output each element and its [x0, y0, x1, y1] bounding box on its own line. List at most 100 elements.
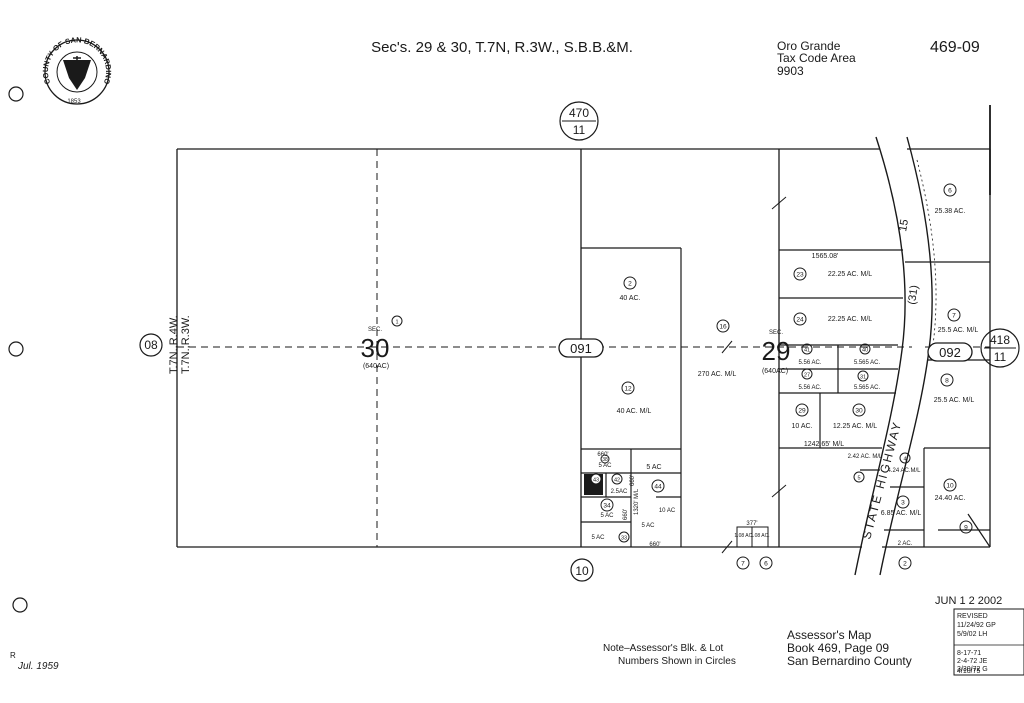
svg-text:10: 10 [575, 564, 589, 578]
parcel-area: 5 AC [600, 513, 614, 519]
dimension-377: 377' [746, 521, 757, 527]
county-seal: COUNTY OF SAN BERNARDINO 1853 [41, 35, 113, 105]
parcel-number: 40 [862, 347, 868, 353]
boundary-lines [176, 105, 991, 548]
section-29-subdivision [779, 249, 991, 548]
parcel-number-circle [853, 471, 865, 483]
footer-county: San Bernardino County [787, 654, 912, 668]
parcel-number: 30 [855, 408, 863, 415]
adjacent-map-top: 470 11 [559, 101, 599, 141]
parcel-44: 445 AC [646, 464, 665, 493]
revision-entry: 4/10/75 [957, 668, 980, 675]
tax-code-label: Tax Code Area [777, 51, 856, 65]
parcel-number-circle [943, 478, 957, 492]
parcel-number: 27 [804, 372, 810, 378]
parcel-area: 2 AC. [898, 541, 913, 547]
parcel-number-circle [600, 498, 614, 512]
binder-hole-top [8, 86, 24, 102]
adjacent-map-bottom: 10 [570, 558, 594, 582]
parcel-7: 71.08 AC. [734, 533, 754, 570]
parcel-40: 40 5.565 AC. [854, 343, 881, 366]
parcel-area: 4.24 AC.M/L [887, 468, 921, 474]
parcel-number: 8 [945, 378, 949, 385]
parcel-area: 5 AC [598, 463, 612, 469]
parcel-area: 270 AC. M/L [698, 371, 737, 378]
parcel-number-circle [651, 479, 665, 493]
svg-text:470: 470 [569, 106, 589, 120]
section-29-number: 29 [762, 336, 791, 366]
parcel-number: 3 [901, 500, 905, 507]
parcel-number: 1 [395, 319, 398, 325]
parcel-area: 5.565 AC. [854, 385, 881, 391]
parcel-number: 29 [798, 408, 806, 415]
parcel-9: 9 [959, 520, 973, 534]
area-name: Oro Grande [777, 39, 841, 53]
adjacent-map-left: 08 [139, 333, 163, 357]
parcel-27: 27 5.56 AC. [798, 368, 822, 391]
parcel-30: 30 12.25 AC. M/L [833, 403, 877, 430]
adjacent-map-right: 418 11 [980, 328, 1020, 368]
parcel-5: 5 AC [641, 523, 655, 529]
parcel-number-circle [857, 370, 869, 382]
parcel-area: 5 AC [591, 535, 605, 541]
highway-route-number: 15 [897, 218, 911, 232]
parcel-5: 52.42 AC. M/L [848, 454, 883, 483]
parcel-4: 44.24 AC.M/L [887, 452, 921, 474]
binder-hole-middle [8, 341, 24, 357]
parcel-area: 40 AC. [619, 295, 640, 302]
parcel-2: 22 AC. [898, 541, 913, 570]
revision-list: 11/24/92 GP5/9/02 LH8-17-712-4-72 JE3/30… [957, 622, 996, 675]
highway-label: STATE HIGHWAY [859, 419, 904, 541]
parcel-area: 6.85 AC. M/L [881, 510, 922, 517]
revision-entry: 3/30/72 G [957, 666, 988, 673]
parcel-area: 5.565 AC. [854, 360, 881, 366]
footer-title: Assessor's Map [787, 628, 872, 642]
section-30-area: (640AC) [363, 363, 389, 370]
svg-text:091: 091 [570, 341, 592, 356]
parcel-number-circle [852, 403, 866, 417]
svg-text:08: 08 [144, 338, 158, 352]
revision-box: REVISED 11/24/92 GP5/9/02 LH8-17-712-4-7… [953, 608, 1024, 676]
parcel-number: 44 [654, 484, 662, 491]
parcel-number: 6 [948, 188, 952, 195]
parcel-number-circle [590, 473, 602, 485]
section-29-area: (640AC) [762, 368, 788, 375]
township-label-east: T.7N.,R.3W. [180, 315, 192, 374]
svg-text:418: 418 [990, 333, 1010, 347]
parcel-number-circle [940, 373, 954, 387]
parcel-number: 34 [603, 503, 611, 510]
parcel-area: 5.56 AC. [798, 360, 821, 366]
binder-hole-bottom [12, 597, 28, 613]
parcel-area: 12.25 AC. M/L [833, 423, 877, 430]
parcel-area: 1.08 AC. [750, 533, 769, 539]
highway-old-route: (31) [906, 284, 921, 305]
dimension-660-right: 660' [630, 475, 636, 486]
tax-code-number: 9903 [777, 64, 804, 78]
dimension-660-top: 660' [597, 452, 608, 458]
parcel-number: 7 [741, 561, 745, 568]
parcel-number: 6 [764, 561, 768, 568]
parcel-number-circle [898, 556, 912, 570]
map-title: Sec's. 29 & 30, T.7N, R.3W., S.B.B.&M. [371, 39, 633, 56]
parcel-area: 5.56 AC. [798, 385, 821, 391]
dimension-1320: 1320' M/L [634, 488, 640, 515]
block-number-center: 091 [558, 338, 604, 358]
note-line-1: Note–Assessor's Blk. & Lot [603, 643, 724, 654]
parcel-number-circle [391, 315, 403, 327]
parcel-area: 40 AC. M/L [617, 408, 652, 415]
parcel-number-circle [896, 495, 910, 509]
parcel-number: 16 [719, 324, 727, 331]
parcel-number-circle [600, 454, 610, 464]
parcel-number: 42 [614, 477, 620, 483]
seal-year: 1853 [67, 99, 81, 105]
parcel-number-circle [621, 381, 635, 395]
svg-text:092: 092 [939, 345, 961, 360]
parcel-number: 10 [946, 483, 954, 490]
parcel-number-circle [793, 312, 807, 326]
revised-label: REVISED [957, 613, 988, 620]
